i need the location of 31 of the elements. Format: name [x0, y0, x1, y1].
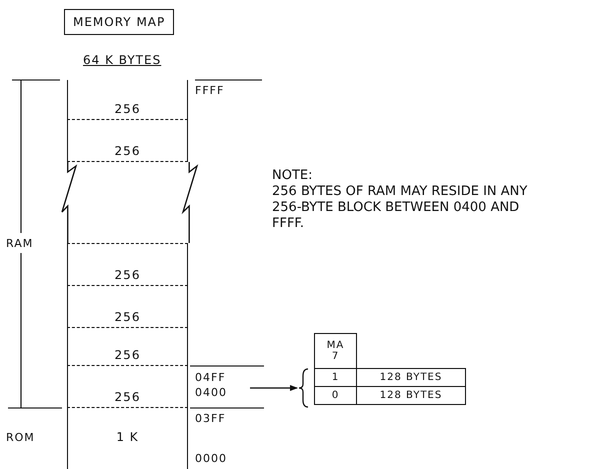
size-label: 1 K — [116, 430, 139, 444]
memory-block — [67, 243, 188, 286]
size-label: 256 — [114, 310, 140, 324]
table-cell: 128 BYTES — [356, 368, 466, 387]
size-label: 256 — [114, 102, 140, 116]
size-label: 256 — [114, 268, 140, 282]
title: MEMORY MAP — [64, 9, 174, 35]
table-cell: 128 BYTES — [356, 386, 466, 405]
note-heading: NOTE: — [272, 168, 312, 183]
address-label: FFFF — [195, 84, 224, 97]
capacity-label: 64 K BYTES — [83, 53, 162, 67]
address-label: 0400 — [195, 386, 227, 399]
region-label: RAM — [6, 237, 34, 250]
address-label: 0000 — [195, 452, 227, 465]
memory-block — [67, 408, 188, 469]
size-label: 256 — [114, 144, 140, 158]
bit-value: 0 — [314, 386, 357, 405]
memory-block — [67, 328, 188, 366]
memory-block — [67, 286, 188, 328]
size-label: 256 — [114, 348, 140, 362]
size-label: 256 — [114, 390, 140, 404]
arrow — [250, 385, 298, 391]
address-label: 04FF — [195, 371, 226, 384]
bit-table — [298, 333, 466, 406]
column-header: MA 7 — [314, 333, 357, 369]
memory-block — [67, 80, 188, 120]
memory-block — [67, 366, 188, 408]
region-label: ROM — [6, 431, 35, 444]
note-text: 256 BYTES OF RAM MAY RESIDE IN ANY 256-BYTE BLOCK BETWEEN 0400 AND FFFF. — [272, 184, 528, 232]
address-label: 03FF — [195, 412, 226, 425]
memory-block — [67, 120, 188, 162]
